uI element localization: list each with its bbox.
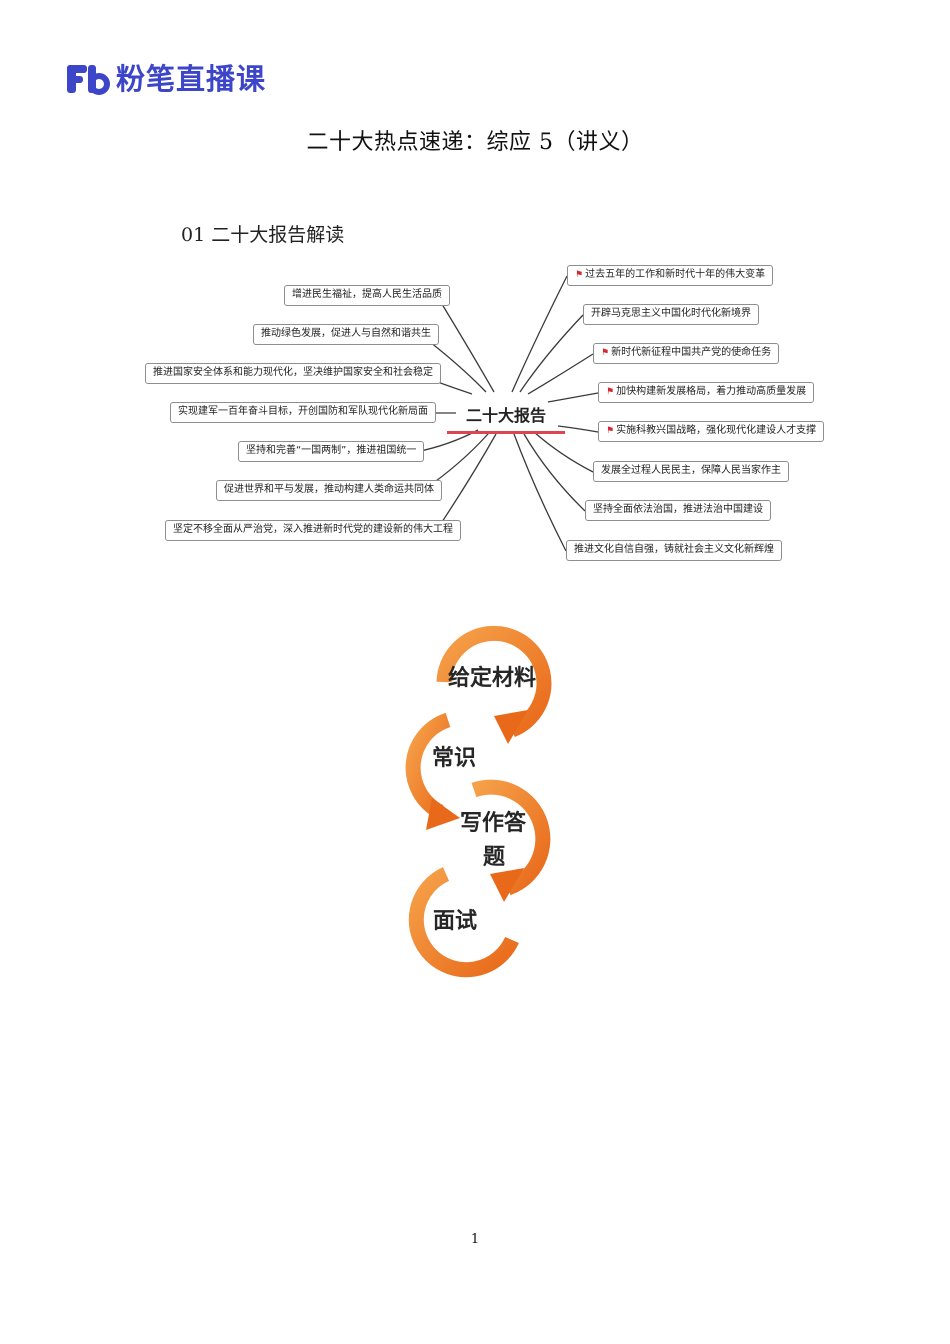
process-cycle-diagram [405,625,552,978]
mindmap-left-node: 推动绿色发展，促进人与自然和谐共生 [253,324,439,345]
cycle-step-common-knowledge: 常识 [432,746,477,771]
mindmap-left-node: 推进国家安全体系和能力现代化，坚决维护国家安全和社会稳定 [145,363,441,384]
red-flag-icon: ⚑ [575,270,584,280]
brand-name: 粉笔直播课 [116,62,267,96]
mindmap-center-underline [447,431,565,434]
cycle-step-interview: 面试 [433,909,478,934]
arrow-head-icon [426,798,460,830]
mindmap-right-node: ⚑新时代新征程中国共产党的使命任务 [593,343,780,364]
red-flag-icon: ⚑ [601,348,610,358]
section-title: 01 二十大报告解读 [181,224,345,246]
mindmap-left-node: 促进世界和平与发展，推动构建人类命运共同体 [216,480,442,501]
red-flag-icon: ⚑ [606,387,615,397]
document-title: 二十大热点速递：综应 5（讲义） [306,130,644,155]
mindmap-right-node: ⚑实施科教兴国战略，强化现代化建设人才支撑 [598,421,825,442]
mindmap-right-node: 推进文化自信自强，铸就社会主义文化新辉煌 [566,540,782,561]
mindmap-left-node: 增进民生福祉，提高人民生活品质 [284,285,450,306]
mindmap-left-node: 实现建军一百年奋斗目标，开创国防和军队现代化新局面 [170,402,436,423]
mindmap-right-node: 坚持全面依法治国，推进法治中国建设 [585,500,771,521]
mindmap-left-node: 坚持和完善“一国两制”，推进祖国统一 [238,441,425,462]
cycle-step-writing-answers: 写作答 [460,811,527,836]
mindmap-right-node: 开辟马克思主义中国化时代化新境界 [583,304,759,325]
mindmap-center: 二十大报告 [466,406,547,425]
mindmap-left-node: 坚定不移全面从严治党，深入推进新时代党的建设新的伟大工程 [165,520,461,541]
red-flag-icon: ⚑ [606,426,615,436]
cycle-step-writing-answers-cont: 题 [483,845,506,870]
arrow-head-icon [494,710,528,744]
cycle-step-given-material: 给定材料 [448,666,537,691]
mindmap-right-node: ⚑加快构建新发展格局，着力推动高质量发展 [598,382,815,403]
brand-logo: 粉笔直播课 [66,62,266,96]
mindmap-right-node: ⚑过去五年的工作和新时代十年的伟大变革 [567,265,774,286]
arrow-head-icon [490,868,524,902]
fenbi-logo-icon [67,65,110,95]
page-number: 1 [470,1232,480,1247]
mindmap-right-node: 发展全过程人民民主，保障人民当家作主 [593,461,789,482]
